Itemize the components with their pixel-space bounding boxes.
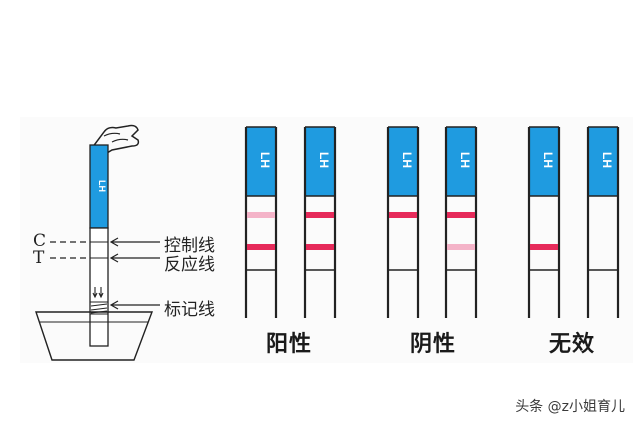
- result-strip-0-0: LH: [244, 126, 278, 318]
- control-line-band: [306, 212, 334, 218]
- control-arrow-icon: [109, 237, 160, 247]
- marker-line-label: 标记线: [164, 300, 215, 320]
- control-line-label: 控制线: [164, 236, 215, 256]
- strip-lh-text: LH: [97, 180, 107, 192]
- test-line-band: [530, 244, 558, 250]
- strip-blue-cap: [446, 127, 476, 196]
- result-label-invalid: 无效: [549, 332, 596, 357]
- result-strips: LH LH LH LH LH LH: [244, 126, 620, 318]
- control-line-band: [389, 212, 417, 218]
- result-strip-2-1: LH: [586, 126, 620, 318]
- marker-arrow-icon: [109, 300, 160, 310]
- strip-lh-text: LH: [258, 152, 272, 168]
- t-mark: T: [33, 248, 45, 268]
- test-line-band: [447, 244, 475, 250]
- result-strip-0-1: LH: [303, 126, 337, 318]
- hand-icon: [90, 124, 140, 157]
- result-strip-2-0: LH: [527, 126, 561, 318]
- test-line-band: [247, 244, 275, 250]
- strip-marker-zone: [89, 301, 109, 315]
- result-strip-1-0: LH: [386, 126, 420, 318]
- strip-blue-cap: [305, 127, 335, 196]
- strip-blue-cap: [388, 127, 418, 196]
- down-arrow-icon: [92, 287, 104, 299]
- strip-window: [89, 227, 109, 347]
- strip-lh-text: LH: [317, 152, 331, 168]
- strip-lh-text: LH: [541, 152, 555, 168]
- cup: [35, 311, 154, 361]
- strip-blue-cap: [529, 127, 559, 196]
- strip-blue-cap: [246, 127, 276, 196]
- control-line-band: [447, 212, 475, 218]
- test-line-band: [306, 244, 334, 250]
- c-mark: C: [33, 231, 47, 251]
- reaction-arrow-icon: [109, 253, 160, 263]
- strip-lh-text: LH: [458, 152, 472, 168]
- watermark: 头条 @z小姐育儿: [515, 399, 625, 415]
- test-strip-illustration: LH: [35, 124, 160, 361]
- control-line-band: [247, 212, 275, 218]
- result-label-positive: 阳性: [266, 332, 313, 357]
- result-strip-1-1: LH: [444, 126, 478, 318]
- strip-lh-text: LH: [400, 152, 414, 168]
- result-label-negative: 阴性: [410, 332, 457, 357]
- strip-blue-cap: [588, 127, 618, 196]
- reaction-line-label: 反应线: [164, 255, 215, 275]
- strip-lh-text: LH: [600, 152, 614, 168]
